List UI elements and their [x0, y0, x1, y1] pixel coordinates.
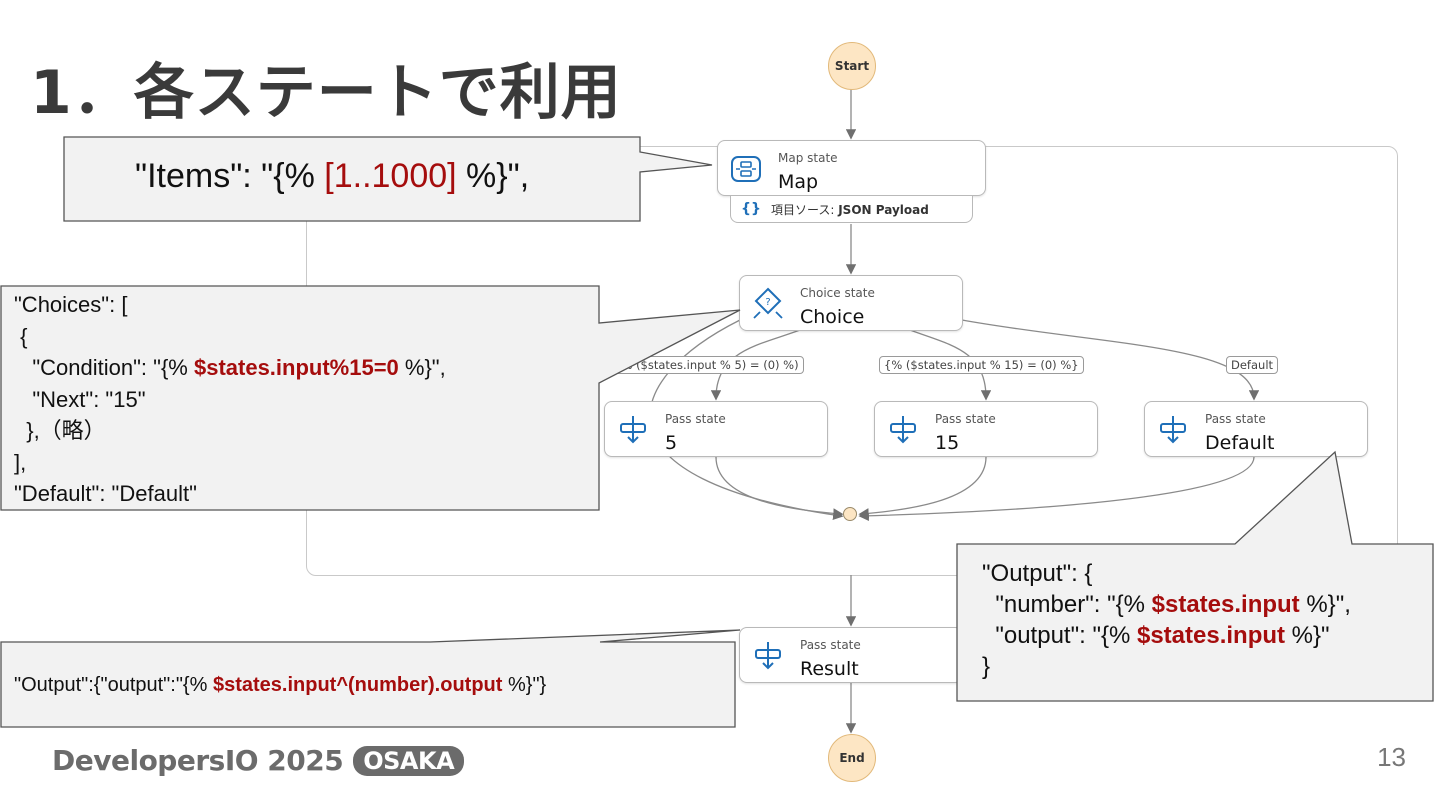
pass-state-type: Pass state	[1205, 412, 1266, 426]
choice-state-node[interactable]: ? Choice state Choice	[739, 275, 963, 331]
brand-text: DevelopersIO 2025	[52, 744, 344, 777]
edge-choice-15	[909, 329, 992, 401]
json-braces-icon: {}	[741, 201, 761, 217]
start-node[interactable]: Start	[828, 42, 876, 90]
callout-items-text: "Items": "{% [1..1000] %}",	[135, 157, 530, 195]
result-pass-state-node[interactable]: Pass state Result	[739, 627, 963, 683]
map-item-source-bar: {} 項目ソース: JSON Payload	[730, 196, 973, 223]
callout-items-shape	[63, 136, 713, 222]
callout-choices-shape	[0, 285, 741, 511]
edge-choice-5	[710, 329, 801, 401]
choice-state-icon: ?	[753, 287, 783, 319]
developersio-logo: DevelopersIO 2025 OSAKA	[52, 744, 465, 777]
callout-output-default-text: "Output": { "number": "{% $states.input …	[982, 560, 1351, 680]
choice-state-name: Choice	[800, 306, 865, 328]
map-state-node[interactable]: Map state Map	[717, 140, 986, 196]
callout-choices-text: "Choices": [ { "Condition": "{% $states.…	[14, 292, 446, 506]
merge-point	[843, 507, 857, 521]
callout-output-result-shape	[0, 629, 741, 728]
pass-state-type: Pass state	[665, 412, 726, 426]
pass-state-node-5[interactable]: Pass state 5	[604, 401, 828, 457]
pass-state-icon	[755, 642, 781, 670]
callout-output-default-shape	[956, 450, 1434, 702]
pass-state-type: Pass state	[935, 412, 996, 426]
osaka-badge: OSAKA	[353, 745, 465, 776]
map-state-name: Map	[778, 171, 819, 193]
pass-state-node-default[interactable]: Pass state Default	[1144, 401, 1368, 457]
pass-state-type: Pass state	[800, 638, 861, 652]
condition-label-15: {% ($states.input % 15) = (0) %}	[879, 356, 1084, 374]
edge-15-merge	[858, 456, 987, 519]
pass-state-icon	[890, 416, 916, 444]
page-number: 13	[1377, 742, 1406, 772]
end-node[interactable]: End	[828, 734, 876, 782]
callout-output-result-text: "Output":{"output":"{% $states.input^(nu…	[14, 674, 547, 696]
pass-state-name: 5	[665, 432, 678, 454]
condition-label-default: Default	[1226, 356, 1279, 374]
pass-state-icon	[1160, 416, 1186, 444]
choice-state-type: Choice state	[800, 286, 875, 300]
slide-title: 1．各ステートで利用	[30, 58, 622, 128]
item-source-label: 項目ソース:	[770, 202, 835, 217]
map-state-icon	[731, 156, 761, 182]
pass-state-name: Result	[800, 658, 859, 680]
edge-default-merge	[858, 456, 1255, 521]
edge-choice-default	[961, 319, 1260, 401]
item-source-value: JSON Payload	[838, 202, 929, 217]
pass-state-name: 15	[935, 432, 960, 454]
map-state-type: Map state	[778, 151, 838, 165]
pass-state-icon	[620, 416, 646, 444]
pass-state-node-15[interactable]: Pass state 15	[874, 401, 1098, 457]
condition-label-5: (% ($states.input % 5) = (0) %)	[612, 356, 804, 374]
svg-text:?: ?	[765, 297, 770, 308]
pass-state-name: Default	[1205, 432, 1275, 454]
